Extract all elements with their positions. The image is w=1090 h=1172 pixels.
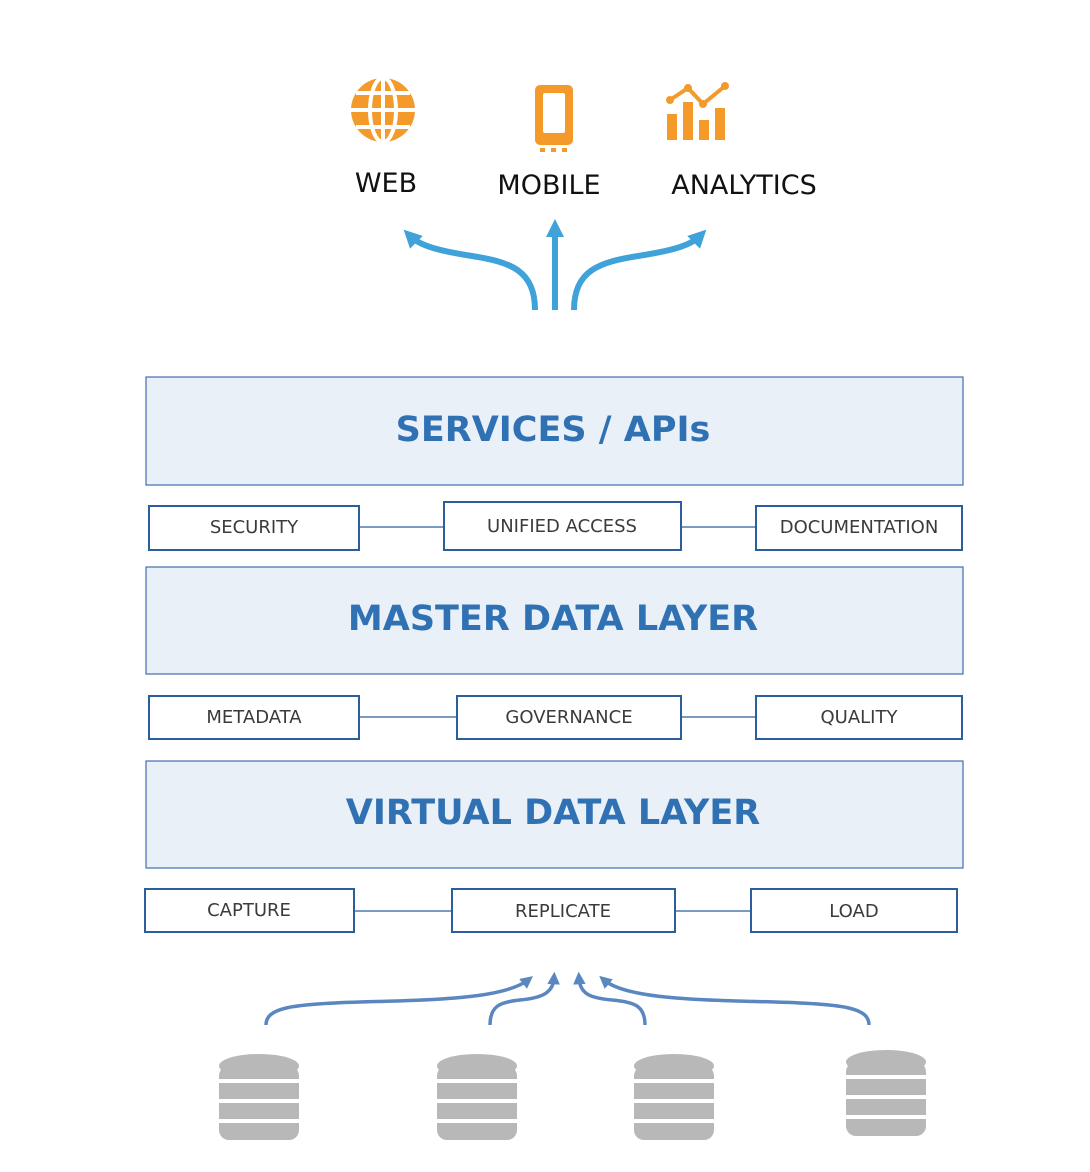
capability-label: GOVERNANCE xyxy=(505,707,632,728)
output-arrows xyxy=(403,219,707,311)
capability-label: LOAD xyxy=(829,901,878,922)
capability-label: METADATA xyxy=(206,707,302,728)
mobile-phone-icon xyxy=(535,85,573,152)
database-icon xyxy=(845,1050,927,1136)
capability-label: UNIFIED ACCESS xyxy=(487,516,637,537)
capability-box-capture xyxy=(144,888,355,933)
virtual-data-layer xyxy=(145,760,964,869)
capability-label: REPLICATE xyxy=(515,901,611,922)
arrow-from-source-4 xyxy=(599,975,871,1026)
capability-box-documentation xyxy=(755,505,963,551)
capability-box-governance xyxy=(456,695,682,740)
channel-label-web: WEB xyxy=(355,168,417,199)
capability-box-quality xyxy=(755,695,963,740)
arrow-from-source-3 xyxy=(573,971,647,1026)
master-data-layer-title: MASTER DATA LAYER xyxy=(348,599,758,639)
master-data-layer xyxy=(145,566,964,675)
globe-icon xyxy=(351,76,415,144)
capability-label: DOCUMENTATION xyxy=(780,517,939,538)
capability-box-unified-access xyxy=(443,501,682,551)
arrow-from-source-2 xyxy=(488,971,560,1026)
capability-box-load xyxy=(750,888,958,933)
virtual-data-layer-title: VIRTUAL DATA LAYER xyxy=(346,793,760,833)
capability-box-metadata xyxy=(148,695,360,740)
channel-label-mobile: MOBILE xyxy=(497,170,600,201)
database-icon xyxy=(218,1054,300,1140)
arrow-from-source-1 xyxy=(264,976,533,1026)
input-arrows xyxy=(264,971,871,1026)
capability-box-security xyxy=(148,505,360,551)
arrow-to-web xyxy=(403,229,538,311)
channel-label-analytics: ANALYTICS xyxy=(671,170,817,201)
database-icon xyxy=(633,1054,715,1140)
database-icon xyxy=(436,1054,518,1140)
services-layer xyxy=(145,376,964,486)
capability-label: QUALITY xyxy=(821,707,899,728)
services-layer-title: SERVICES / APIs xyxy=(396,410,711,450)
analytics-chart-icon xyxy=(666,82,729,140)
capability-label: CAPTURE xyxy=(207,900,291,921)
arrow-to-analytics xyxy=(571,229,707,311)
capability-box-replicate xyxy=(451,888,676,933)
capability-label: SECURITY xyxy=(210,517,299,538)
